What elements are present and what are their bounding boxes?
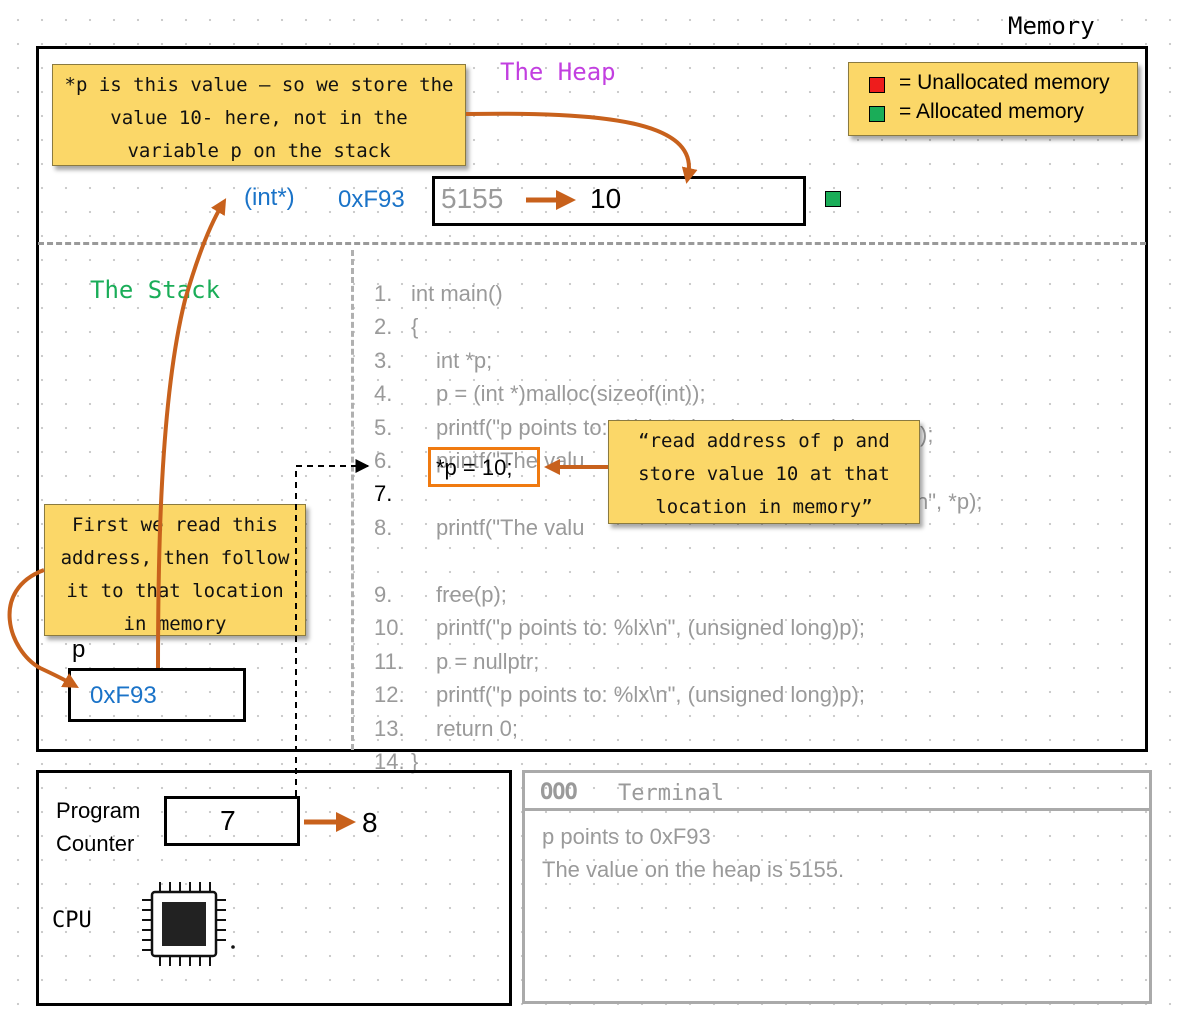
code-line-12: 12.printf("p points to: %lx\n", (unsigne…	[374, 682, 865, 707]
terminal-window	[522, 770, 1152, 1004]
heap-note-text: *p is this value — so we store the value…	[64, 74, 454, 162]
legend: = Unallocated memory = Allocated memory	[848, 62, 1138, 136]
code-line-6: 6.printf("The valu	[374, 448, 585, 473]
code-line-6-tail: );	[920, 422, 934, 447]
code-line-2: 2.{	[374, 314, 419, 339]
code-line-8-tail: n", *p);	[916, 489, 983, 514]
program-counter-cell	[164, 796, 300, 846]
legend-swatch-unallocated	[869, 77, 885, 93]
heap-title: The Heap	[500, 58, 616, 86]
stack-var-cell	[68, 668, 246, 722]
heap-cell	[432, 176, 806, 226]
terminal-title: Terminal	[618, 781, 724, 806]
code-line-1: 1.int main()	[374, 281, 503, 306]
heap-note: *p is this value — so we store the value…	[52, 64, 466, 166]
program-counter-value: 7	[220, 805, 236, 836]
terminal-window-buttons[interactable]: OOO	[540, 780, 578, 805]
terminal-line-1: p points to 0xF93	[542, 824, 711, 849]
terminal-line-2: The value on the heap is 5155.	[542, 857, 845, 882]
code-panel-border	[351, 250, 354, 750]
code-line-11: 11.p = nullptr;	[374, 649, 540, 674]
code-note-text: “read address of p and store value 10 at…	[638, 430, 890, 518]
legend-label-unallocated: = Unallocated memory	[899, 71, 1110, 94]
program-counter-next: 8	[362, 807, 378, 838]
heap-old-value: 5155	[441, 183, 504, 214]
terminal-titlebar-divider	[524, 808, 1150, 811]
heap-address: 0xF93	[338, 186, 405, 213]
current-line-highlight	[428, 447, 540, 487]
code-line-14: 14.}	[374, 749, 419, 774]
code-line-4: 4.p = (int *)malloc(sizeof(int));	[374, 381, 706, 406]
stack-note-text: First we read this address, then follow …	[60, 514, 290, 635]
cpu-label: CPU	[52, 908, 92, 933]
stack-var-value: 0xF93	[90, 682, 157, 709]
code-line-9: 9.free(p);	[374, 582, 507, 607]
heap-new-value: 10	[590, 183, 622, 214]
heap-type-label: (int*)	[244, 184, 295, 211]
code-line-7: 7.	[374, 481, 393, 506]
memory-label: Memory	[1008, 12, 1095, 40]
code-line-3: 3.int *p;	[374, 348, 493, 373]
memory-box	[36, 46, 1148, 752]
legend-swatch-allocated	[869, 106, 885, 122]
stack-title: The Stack	[90, 276, 221, 304]
code-line-8: 8.printf("The valu	[374, 515, 585, 540]
heap-stack-divider	[38, 242, 1146, 245]
cpu-box	[36, 770, 512, 1006]
code-line-10: 10.printf("p points to: %lx\n", (unsigne…	[374, 615, 865, 640]
stack-var-name: p	[72, 636, 86, 663]
stack-note: First we read this address, then follow …	[44, 504, 306, 636]
code-line-13: 13.return 0;	[374, 716, 518, 741]
code-note: “read address of p and store value 10 at…	[608, 420, 920, 524]
current-statement: *p = 10;	[436, 455, 513, 480]
legend-label-allocated: = Allocated memory	[899, 100, 1085, 123]
allocated-marker	[825, 191, 841, 207]
program-counter-label: Program Counter	[56, 798, 141, 856]
